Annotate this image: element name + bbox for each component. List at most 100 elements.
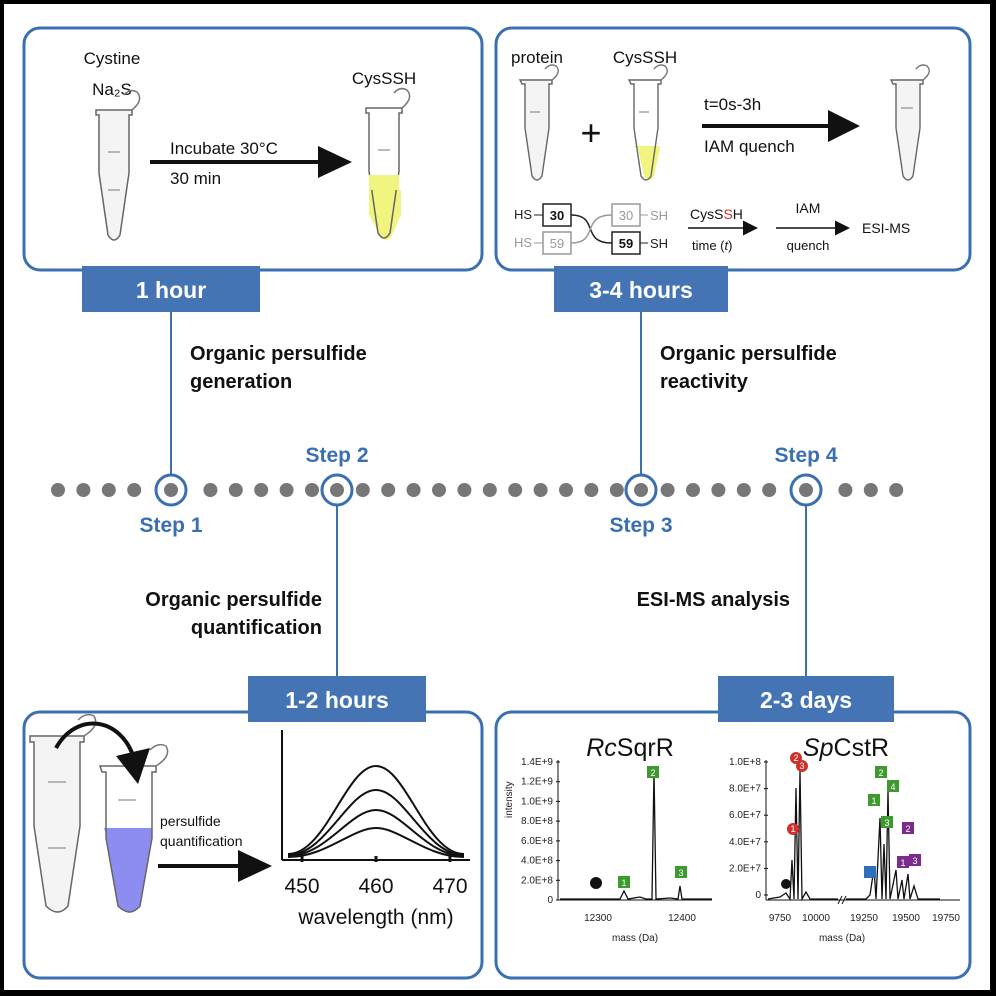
spectrum-curve: [287, 788, 465, 856]
timeline-dot-icon: [101, 483, 116, 497]
reagent-cystine: Cystine: [84, 49, 141, 68]
reagent-cysssh: CysSSH: [690, 206, 743, 222]
ytick: 1.2E+9: [521, 777, 553, 788]
chart2-xtick: 10000: [802, 913, 830, 924]
quench-label: quench: [787, 238, 830, 253]
svg-text:3: 3: [678, 868, 683, 878]
timeline-dot-icon: [228, 483, 243, 497]
timeline-dot-icon: [406, 483, 421, 497]
step3-label: Step 3: [609, 514, 672, 537]
ytick: 2.0E+7: [729, 863, 761, 874]
ytick: 1.4E+9: [521, 757, 553, 768]
tab-3-4-hours: [554, 266, 728, 312]
ytick: 8.0E+7: [729, 784, 761, 795]
timeline-dot-icon: [711, 483, 726, 497]
tube-blue-icon: [98, 743, 169, 913]
cys30-box-right: 30: [619, 208, 633, 223]
arrow-head-icon: [318, 146, 352, 178]
hs-label-2: HS: [514, 235, 532, 250]
tube-yellow-icon: [627, 64, 668, 181]
panel-step3: protein CysSSH + t=0s-3h IAM quench HS: [494, 26, 972, 312]
ms-chart-spcstr: SpCstR 02.0E+74.0E+76.0E+78.0E+71.0E+8 1…: [729, 734, 960, 944]
timeline-dot-icon: [51, 483, 65, 497]
chart2-marker-green: [881, 816, 893, 828]
timeline-dot-icon: [432, 483, 446, 497]
svg-text:3: 3: [912, 856, 917, 866]
chart2-marker-purple: [897, 856, 909, 868]
ytick: 1.0E+9: [521, 796, 553, 807]
hs-label: HS: [514, 207, 532, 222]
chart2-marker-blue: [864, 866, 876, 878]
ms-chart-rcsqrr: RcSqrR 02.0E+84.0E+86.0E+88.0E+81.0E+91.…: [504, 734, 712, 944]
reagent-na2s: Na₂S: [92, 80, 132, 99]
chart1-xtick: 12400: [668, 913, 696, 924]
arrow-label-time: 30 min: [170, 169, 221, 188]
spectrum-chart: 450 460 470 wavelength (nm): [281, 730, 470, 929]
chart1-marker: [647, 766, 659, 778]
step1-desc-line1: Organic persulfide: [190, 343, 367, 365]
chart2-xtick: 19250: [850, 913, 878, 924]
timeline-dot-icon: [736, 483, 751, 497]
chart2-marker-green: [868, 794, 880, 806]
sh-label: SH: [650, 208, 668, 223]
svg-text:2: 2: [878, 768, 883, 778]
xtick: 450: [284, 875, 319, 898]
timeline-dot-icon: [838, 483, 853, 497]
chart1-title: RcSqrR: [586, 734, 674, 762]
sh-label-2: SH: [650, 236, 668, 251]
chart2-xtick: 9750: [769, 913, 792, 924]
timeline: Step 1 Step 2 Step 3 Step 4 Organic pers…: [51, 312, 904, 676]
svg-text:2: 2: [650, 768, 655, 778]
tube-icon: [518, 64, 559, 181]
step4-label: Step 4: [774, 444, 837, 467]
tube-icon: [889, 64, 930, 181]
chart2-marker-red: [796, 760, 808, 772]
ytick: 4.0E+8: [521, 856, 553, 867]
timeline-dot-icon: [863, 483, 878, 497]
timeline-dot-icon: [508, 483, 523, 497]
chart2-marker-green: [887, 780, 899, 792]
svg-text:1: 1: [900, 858, 905, 868]
timeline-dot-icon: [127, 483, 142, 497]
cys30-box: 30: [550, 208, 564, 223]
timeline-dots: [51, 483, 904, 497]
esims-label: ESI-MS: [862, 220, 910, 236]
spectrum-curve: [287, 826, 465, 858]
chart2-marker-green: [875, 766, 887, 778]
chart1-marker: [618, 876, 630, 888]
label-cysssh: CysSSH: [613, 48, 677, 67]
step2-desc-line2: quantification: [191, 617, 322, 639]
curved-arrow-icon: [54, 721, 136, 759]
step2-label: Step 2: [305, 444, 368, 467]
panel-step2: 1-2 hours persulfide quantification: [22, 676, 484, 980]
timeline-dot-icon: [482, 483, 497, 497]
svg-text:1: 1: [790, 824, 795, 834]
timeline-dot-icon: [559, 483, 573, 497]
chart1-marker: [675, 866, 687, 878]
chart2-marker-red: [787, 823, 799, 835]
tab-1-2-hours-label: 1-2 hours: [285, 687, 389, 713]
tab-1-hour: [82, 266, 260, 312]
timeline-dot-icon: [889, 483, 904, 497]
timeline-dot-icon: [254, 483, 269, 497]
timeline-dot-icon: [279, 483, 294, 497]
ytick: 8.0E+8: [521, 816, 553, 827]
spectrum-curve: [287, 808, 465, 857]
label-protein: protein: [511, 48, 563, 67]
arrow-label-persulfide: persulfide: [160, 813, 221, 829]
xtick: 460: [358, 875, 393, 898]
tube-icon: [95, 89, 141, 241]
chart2-xtick: 19750: [932, 913, 960, 924]
ytick: 0: [547, 895, 553, 906]
ytick: 4.0E+7: [729, 837, 761, 848]
iam-label: IAM: [796, 200, 821, 216]
tab-3-4-hours-label: 3-4 hours: [589, 277, 693, 303]
workflow-diagram: Cystine Na₂S Incubate 30°C 30 min CysSSH…: [22, 26, 972, 980]
timeline-dot-icon: [584, 483, 599, 497]
timeline-dot-icon: [203, 483, 218, 497]
cys59-box: 59: [619, 236, 633, 251]
step1-label: Step 1: [139, 514, 202, 537]
step3-desc-line1: Organic persulfide: [660, 343, 837, 365]
plus-icon: +: [580, 112, 601, 153]
